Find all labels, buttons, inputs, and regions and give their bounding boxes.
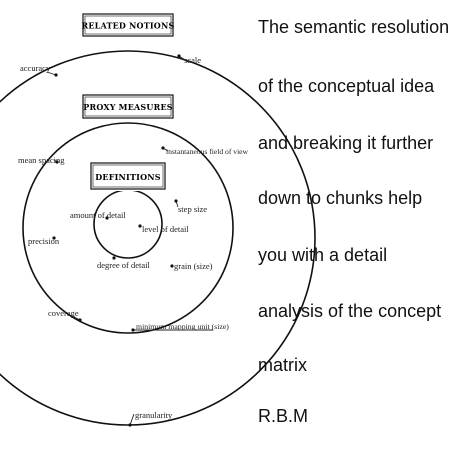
label-minimum-mapping-unit-text: minimum mapping unit (size) (136, 322, 229, 331)
label-level-of-detail: level of detail (138, 224, 189, 234)
outer-box: RELATED NOTIONS (82, 13, 175, 37)
caption-line-4: down to chunks help (258, 188, 423, 208)
caption-line-7: matrix (258, 355, 307, 375)
label-accuracy: accuracy (20, 63, 58, 77)
inner-box: DEFINITIONS (90, 162, 166, 190)
outer-ring (0, 50, 316, 426)
caption-line-6: analysis of the concept (258, 301, 442, 321)
label-grain-size: grain (size) (170, 261, 213, 271)
label-step-size: step size (174, 199, 207, 214)
label-degree-of-detail-text: degree of detail (97, 260, 150, 270)
label-coverage: coverage (48, 308, 82, 322)
label-granularity-text: granularity (135, 410, 173, 420)
caption-line-2: of the conceptual idea (258, 76, 435, 96)
label-granularity: granularity (128, 410, 173, 427)
caption-line-3: and breaking it further (258, 133, 434, 153)
label-minimum-mapping-unit: minimum mapping unit (size) (131, 322, 229, 332)
middle-box: PROXY MEASURES (82, 94, 174, 119)
label-coverage-text: coverage (48, 308, 79, 318)
inner-box-title: DEFINITIONS (95, 172, 160, 182)
label-scale: scale (177, 54, 201, 65)
outer-box-title: RELATED NOTIONS (82, 21, 175, 31)
label-instantaneous-fov-text: instantaneous field of view (166, 147, 249, 156)
label-scale-text: scale (184, 55, 201, 65)
label-precision-text: precision (28, 236, 60, 246)
label-step-size-text: step size (178, 204, 207, 214)
middle-box-title: PROXY MEASURES (83, 102, 172, 112)
label-accuracy-text: accuracy (20, 63, 51, 73)
caption-line-1: The semantic resolution (258, 17, 450, 37)
label-amount-of-detail: amount of detail (70, 210, 126, 220)
label-level-of-detail-text: level of detail (142, 224, 189, 234)
label-amount-of-detail-text: amount of detail (70, 210, 126, 220)
caption-line-5: you with a detail (258, 245, 388, 265)
label-mean-spacing-text: mean spacing (18, 155, 65, 165)
label-precision: precision (28, 236, 60, 246)
label-mean-spacing: mean spacing (18, 155, 65, 165)
label-grain-size-text: grain (size) (174, 261, 213, 271)
middle-ring (22, 122, 234, 334)
label-degree-of-detail: degree of detail (97, 256, 150, 270)
label-instantaneous-fov: instantaneous field of view (161, 146, 249, 156)
caption-line-8: R.B.M (258, 406, 309, 426)
